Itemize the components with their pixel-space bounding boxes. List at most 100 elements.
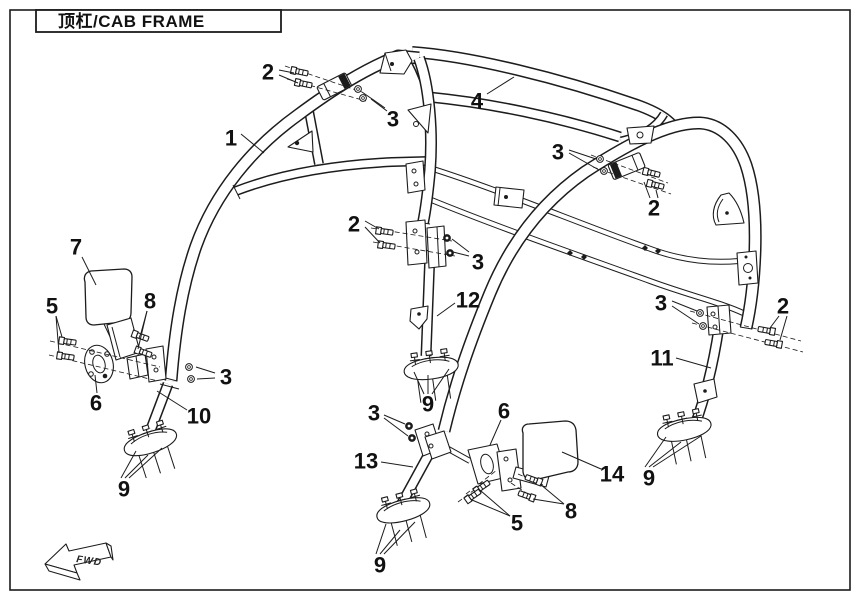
pillar12-clamp xyxy=(405,219,447,269)
leader-line xyxy=(383,414,406,425)
leader-line xyxy=(671,300,698,312)
nut-icon xyxy=(446,249,454,257)
roof-rail-inner-tube xyxy=(428,91,622,143)
leader-line xyxy=(278,69,295,74)
bolt-icon xyxy=(130,329,150,342)
leader-line xyxy=(648,441,682,468)
bolt-axis-line xyxy=(691,322,804,353)
callout-label-11: 11 xyxy=(650,346,673,371)
callout-label-2: 2 xyxy=(262,60,274,85)
callout-label-3: 3 xyxy=(368,401,380,426)
nut-icon xyxy=(408,434,416,442)
leader-line xyxy=(486,76,515,95)
callout-label-3: 3 xyxy=(655,291,667,316)
bolt-icon xyxy=(293,77,313,89)
front-hoop-tube xyxy=(164,49,420,382)
bolt-icon xyxy=(524,474,544,487)
mirror-right-bracket xyxy=(496,448,550,492)
pillar-12-tube xyxy=(420,251,436,357)
bolt-axis-line xyxy=(689,310,802,342)
leader-line xyxy=(156,390,188,411)
pillar12-tab xyxy=(409,305,429,330)
leader-line xyxy=(568,152,600,171)
callout-label-14: 14 xyxy=(600,462,625,487)
bolt-axis-line xyxy=(372,241,456,257)
nut-icon xyxy=(696,309,704,317)
pillar11-tab xyxy=(693,378,718,404)
leader-line xyxy=(769,315,780,329)
leader-line xyxy=(383,521,416,555)
nut-icon xyxy=(359,94,367,102)
callout-label-6: 6 xyxy=(90,391,102,416)
leader-line xyxy=(240,133,265,154)
callout-label-3: 3 xyxy=(220,365,232,390)
leader-line xyxy=(278,74,299,84)
leader-line xyxy=(568,149,597,160)
rear-hoop-end-cap xyxy=(739,326,753,330)
callout-label-1: 1 xyxy=(225,126,237,151)
callout-label-10: 10 xyxy=(187,404,211,429)
bolt-icon xyxy=(377,240,396,250)
bolt-icon xyxy=(463,488,482,505)
frame-tubes xyxy=(145,46,762,508)
leader-line xyxy=(364,220,380,230)
bolt-icon xyxy=(645,178,665,190)
side-rail-upper-tube xyxy=(429,165,740,265)
bolt-icon xyxy=(289,65,309,77)
bolt-axis-line xyxy=(465,469,498,495)
callout-label-5: 5 xyxy=(46,294,58,319)
mirror-right xyxy=(521,420,579,481)
leader-line xyxy=(675,357,712,369)
nut-icon xyxy=(596,155,604,163)
leader-line xyxy=(436,302,456,317)
callout-label-9: 9 xyxy=(643,466,655,491)
bolt-icon xyxy=(757,326,777,336)
mirror-left-flange xyxy=(84,344,114,384)
nut-icon xyxy=(600,167,608,175)
rail-mark xyxy=(655,248,661,254)
rail-plate xyxy=(493,186,525,209)
bolt-axis-line xyxy=(592,166,672,195)
bolt-icon xyxy=(764,339,784,349)
stub-triangle-bracket xyxy=(287,130,314,153)
pillar-10-tube xyxy=(145,382,174,431)
bolt-icon xyxy=(641,166,661,178)
callout-label-3: 3 xyxy=(552,140,564,165)
front-crossbar-tube xyxy=(234,156,430,196)
leader-line xyxy=(779,315,788,341)
mirror-left-bracket xyxy=(106,317,141,361)
callout-label-3: 3 xyxy=(472,250,484,275)
rail-mark xyxy=(581,254,587,260)
leader-line xyxy=(128,447,163,479)
bolt-icon xyxy=(375,226,394,236)
leader-line xyxy=(452,251,470,257)
leader-line xyxy=(480,490,511,517)
leader-line xyxy=(55,315,63,338)
leader-line xyxy=(380,461,414,468)
rear-leg-plate xyxy=(736,250,759,286)
bolt-axis-line xyxy=(286,78,367,102)
callout-label-8: 8 xyxy=(565,499,577,524)
callout-label-8: 8 xyxy=(144,289,156,314)
leader-line xyxy=(652,435,702,468)
mounting-foot xyxy=(403,348,459,403)
callout-label-4: 4 xyxy=(471,89,484,114)
leader-line xyxy=(379,529,401,555)
front-clamp-sleeve xyxy=(316,72,352,101)
nut-icon xyxy=(185,363,193,371)
page-border xyxy=(9,9,851,591)
leader-line xyxy=(643,181,651,199)
leg-triangle-bracket xyxy=(407,103,432,134)
callout-label-13: 13 xyxy=(354,449,378,474)
leader-line xyxy=(55,315,60,354)
leader-line xyxy=(137,310,148,350)
page-title: 顶杠/CAB FRAME xyxy=(58,11,205,31)
front-hoop-right-leg-tube xyxy=(413,55,437,225)
leader-line xyxy=(81,256,97,286)
leader-line xyxy=(120,450,137,479)
bolt-axis-line xyxy=(284,65,363,93)
leader-line xyxy=(196,377,216,380)
